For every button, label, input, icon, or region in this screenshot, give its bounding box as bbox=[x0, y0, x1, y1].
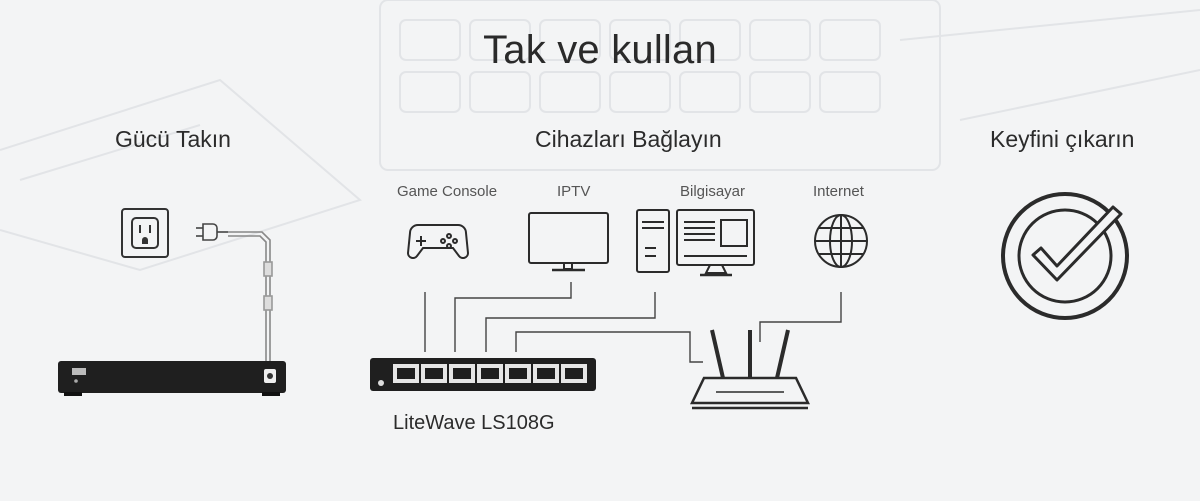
step-connect-label: Cihazları Bağlayın bbox=[535, 126, 722, 152]
game-console-label: Game Console bbox=[397, 183, 498, 200]
game-controller-icon bbox=[406, 224, 470, 259]
internet-label: Internet bbox=[813, 183, 864, 200]
globe-icon bbox=[814, 214, 868, 268]
step-enjoy-label: Keyfini çıkarın bbox=[990, 126, 1135, 152]
power-plug-icon bbox=[196, 223, 273, 362]
iptv-label: IPTV bbox=[557, 183, 591, 200]
computer-label: Bilgisayar bbox=[680, 183, 746, 200]
switch-model-label: LiteWave LS108G bbox=[393, 412, 555, 434]
power-outlet-icon bbox=[121, 208, 169, 258]
switch-icon bbox=[370, 358, 596, 391]
switch-rear-icon bbox=[58, 361, 286, 396]
connection-lines bbox=[424, 282, 842, 363]
page-title: Tak ve kullan bbox=[483, 28, 717, 72]
tv-icon bbox=[528, 212, 609, 272]
step-power-label: Gücü Takın bbox=[115, 126, 231, 152]
router-icon bbox=[690, 329, 810, 410]
computer-icon bbox=[636, 209, 755, 277]
checkmark-icon bbox=[1001, 192, 1129, 320]
